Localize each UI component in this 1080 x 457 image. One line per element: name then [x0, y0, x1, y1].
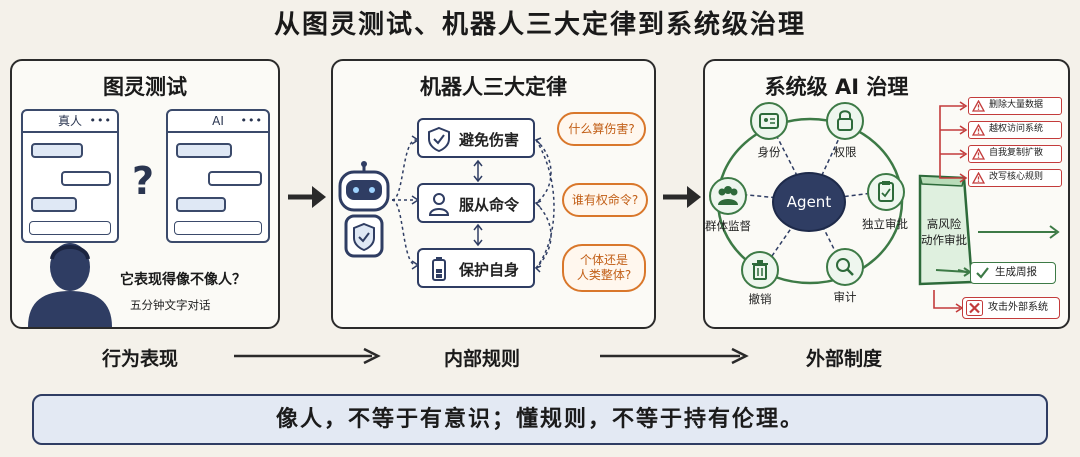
clipboard-icon: [867, 173, 905, 211]
turing-subtitle: 五分钟文字对话: [130, 298, 211, 312]
check-icon: [976, 267, 989, 279]
id-card-icon: [750, 102, 788, 140]
shield-check-icon: [428, 126, 450, 152]
agent-hub: Agent: [772, 172, 846, 232]
rule-label: 避免伤害: [459, 131, 520, 149]
blocked-action: 攻击外部系统: [962, 297, 1060, 319]
flow-label-institutions: 外部制度: [806, 348, 883, 370]
feedback-arrows: [534, 137, 555, 273]
node-oversight-label: 群体监督: [705, 219, 751, 233]
risk-label: 自我复制扩散: [989, 148, 1044, 158]
risk-item: 越权访问系统: [968, 121, 1062, 139]
cross-icon: [966, 300, 983, 316]
ai-window-title: AI: [212, 114, 224, 128]
person-icon: [428, 193, 450, 216]
group-icon: [709, 177, 747, 215]
risk-routing-lines: [933, 101, 1060, 313]
turing-panel-title: 图灵测试: [103, 75, 187, 99]
window-menu-icon: •••: [240, 114, 263, 127]
risk-label: 越权访问系统: [989, 124, 1044, 134]
warning-icon: [972, 124, 985, 136]
warning-icon: [972, 100, 985, 112]
node-permission-label: 权限: [833, 145, 857, 159]
node-audit-label: 审计: [833, 290, 857, 304]
chat-input: [29, 221, 111, 235]
warning-icon: [972, 148, 985, 160]
node-approval-label: 独立审批: [862, 217, 908, 231]
risk-item: 自我复制扩散: [968, 145, 1062, 163]
lock-icon: [826, 102, 864, 140]
question-bubble-harm: 什么算伤害?: [557, 112, 646, 146]
person-silhouette-icon: [28, 243, 112, 327]
battery-icon: [432, 257, 446, 281]
node-revoke-label: 撤销: [748, 292, 772, 306]
question-bubble-scope: 个体还是 人类整体?: [562, 244, 646, 292]
flow-label-behavior: 行为表现: [102, 348, 179, 370]
question-mark: ?: [132, 159, 155, 203]
risk-item: 改写核心规则: [968, 169, 1062, 187]
laws-panel-title: 机器人三大定律: [420, 75, 567, 99]
flow-label-rules: 内部规则: [444, 348, 521, 370]
chat-input: [174, 221, 262, 235]
node-identity-label: 身份: [757, 145, 781, 159]
rule-arrows: [473, 159, 483, 247]
magnifier-icon: [826, 248, 864, 286]
human-window-title: 真人: [57, 114, 82, 128]
allowed-action-label: 生成周报: [995, 266, 1037, 278]
arrow-right-icon: [288, 186, 326, 208]
chat-bubble: [31, 197, 77, 212]
rule-protect-self: 保护自身: [417, 248, 535, 288]
trash-icon: [741, 251, 779, 289]
chat-bubble: [208, 171, 262, 186]
turing-panel: 图灵测试 真人 ••• ? AI ••• 它表现得像不像人？ 五分钟文字对话: [10, 59, 280, 329]
risk-label: 改写核心规则: [989, 172, 1044, 182]
rule-label: 服从命令: [459, 196, 520, 214]
warning-icon: [972, 172, 985, 184]
arrow-right-icon: [663, 186, 701, 208]
conclusion-banner: 像人，不等于有意识；懂规则，不等于持有伦理。: [32, 394, 1048, 445]
governance-panel-title: 系统级 AI 治理: [764, 75, 909, 99]
rule-obey-orders: 服从命令: [417, 183, 535, 223]
chat-bubble: [61, 171, 111, 186]
chat-bubble: [176, 143, 232, 158]
flow-arrow-icon: [234, 347, 381, 365]
allowed-action: 生成周报: [970, 262, 1056, 284]
robot-icon: [338, 161, 390, 258]
human-chat-window: 真人 •••: [21, 109, 119, 243]
agent-label: Agent: [786, 193, 832, 211]
question-bubble-authority: 谁有权命令?: [562, 183, 648, 217]
rule-avoid-harm: 避免伤害: [417, 118, 535, 158]
chat-bubble: [31, 143, 83, 158]
turing-question: 它表现得像不像人？: [120, 272, 246, 288]
rule-label: 保护自身: [459, 261, 520, 279]
approval-gate-label: 高风险 动作审批: [921, 217, 967, 247]
main-title: 从图灵测试、机器人三大定律到系统级治理: [273, 10, 806, 40]
chat-bubble: [176, 197, 226, 212]
window-menu-icon: •••: [89, 114, 112, 127]
risk-item: 删除大量数据: [968, 97, 1062, 115]
blocked-action-label: 攻击外部系统: [988, 302, 1048, 313]
risk-label: 删除大量数据: [989, 100, 1044, 110]
ai-chat-window: AI •••: [166, 109, 270, 243]
flow-arrow-icon: [600, 347, 749, 365]
